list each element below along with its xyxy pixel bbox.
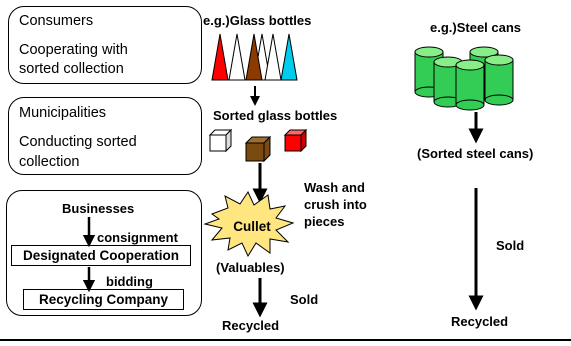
consignment-label: consignment bbox=[97, 230, 178, 245]
wash-line3: pieces bbox=[304, 214, 345, 229]
municipalities-title: Municipalities bbox=[19, 105, 107, 121]
consumers-line1: Cooperating with bbox=[19, 42, 128, 58]
consumers-box: Consumers Cooperating with sorted collec… bbox=[8, 6, 202, 84]
steel-example-label: e.g.)Steel cans bbox=[430, 20, 522, 35]
cube-red-side bbox=[300, 128, 307, 153]
designated-cooperation-label: Designated Cooperation bbox=[22, 248, 179, 263]
bottom-rule bbox=[0, 339, 571, 341]
glass-bottle-cyan bbox=[280, 33, 298, 81]
cube-red-front bbox=[284, 134, 302, 152]
wash-line2: crush into bbox=[304, 197, 367, 212]
cullet-burst bbox=[203, 190, 295, 258]
glass-bottle-white-2 bbox=[264, 33, 282, 81]
steel-can-5-bottom bbox=[484, 94, 514, 106]
sorted-steel-label: (Sorted steel cans) bbox=[417, 146, 534, 161]
municipalities-line2: collection bbox=[19, 154, 80, 170]
glass-example-label: e.g.)Glass bottles bbox=[203, 13, 312, 28]
steel-can-5 bbox=[484, 54, 514, 106]
cube-red bbox=[283, 128, 308, 153]
steel-can-5-body bbox=[484, 59, 514, 101]
recycling-company-box: Recycling Company bbox=[23, 289, 184, 310]
recycling-company-label: Recycling Company bbox=[38, 292, 169, 307]
bidding-label: bidding bbox=[106, 274, 153, 289]
glass-recycled-label: Recycled bbox=[222, 318, 280, 333]
cube-brown bbox=[244, 135, 272, 163]
businesses-title: Businesses bbox=[62, 201, 135, 216]
steel-recycled-label: Recycled bbox=[451, 314, 509, 329]
glass-bottle-white bbox=[228, 33, 246, 81]
cullet-label: Cullet bbox=[233, 219, 271, 234]
steel-can-4-bottom bbox=[455, 99, 485, 111]
glass-sold-label: Sold bbox=[290, 292, 319, 307]
cube-white-side bbox=[225, 128, 232, 153]
steel-can-5-top bbox=[484, 54, 514, 66]
municipalities-box: Municipalities Conducting sorted collect… bbox=[8, 97, 202, 175]
steel-can-4 bbox=[455, 59, 485, 111]
cube-brown-side bbox=[263, 135, 271, 163]
steel-cans-icon bbox=[414, 46, 514, 111]
steel-can-2-top bbox=[469, 46, 499, 58]
glass-bottle-red bbox=[211, 33, 229, 81]
steel-can-4-top bbox=[455, 59, 485, 71]
consumers-title: Consumers bbox=[19, 13, 94, 29]
designated-cooperation-box: Designated Cooperation bbox=[11, 245, 191, 266]
wash-line1: Wash and bbox=[304, 180, 365, 195]
valuables-label: (Valuables) bbox=[216, 260, 285, 275]
cube-white-front bbox=[209, 134, 227, 152]
steel-sold-label: Sold bbox=[496, 238, 525, 253]
sorted-glass-label: Sorted glass bottles bbox=[213, 108, 338, 123]
glass-bottle-brown bbox=[245, 33, 263, 81]
cube-brown-front bbox=[245, 142, 265, 162]
steel-can-4-body bbox=[455, 64, 485, 106]
consumers-line2: sorted collection bbox=[19, 61, 124, 77]
steel-can-1-top bbox=[414, 46, 444, 58]
municipalities-line1: Conducting sorted bbox=[19, 134, 137, 150]
cube-white bbox=[208, 128, 233, 153]
